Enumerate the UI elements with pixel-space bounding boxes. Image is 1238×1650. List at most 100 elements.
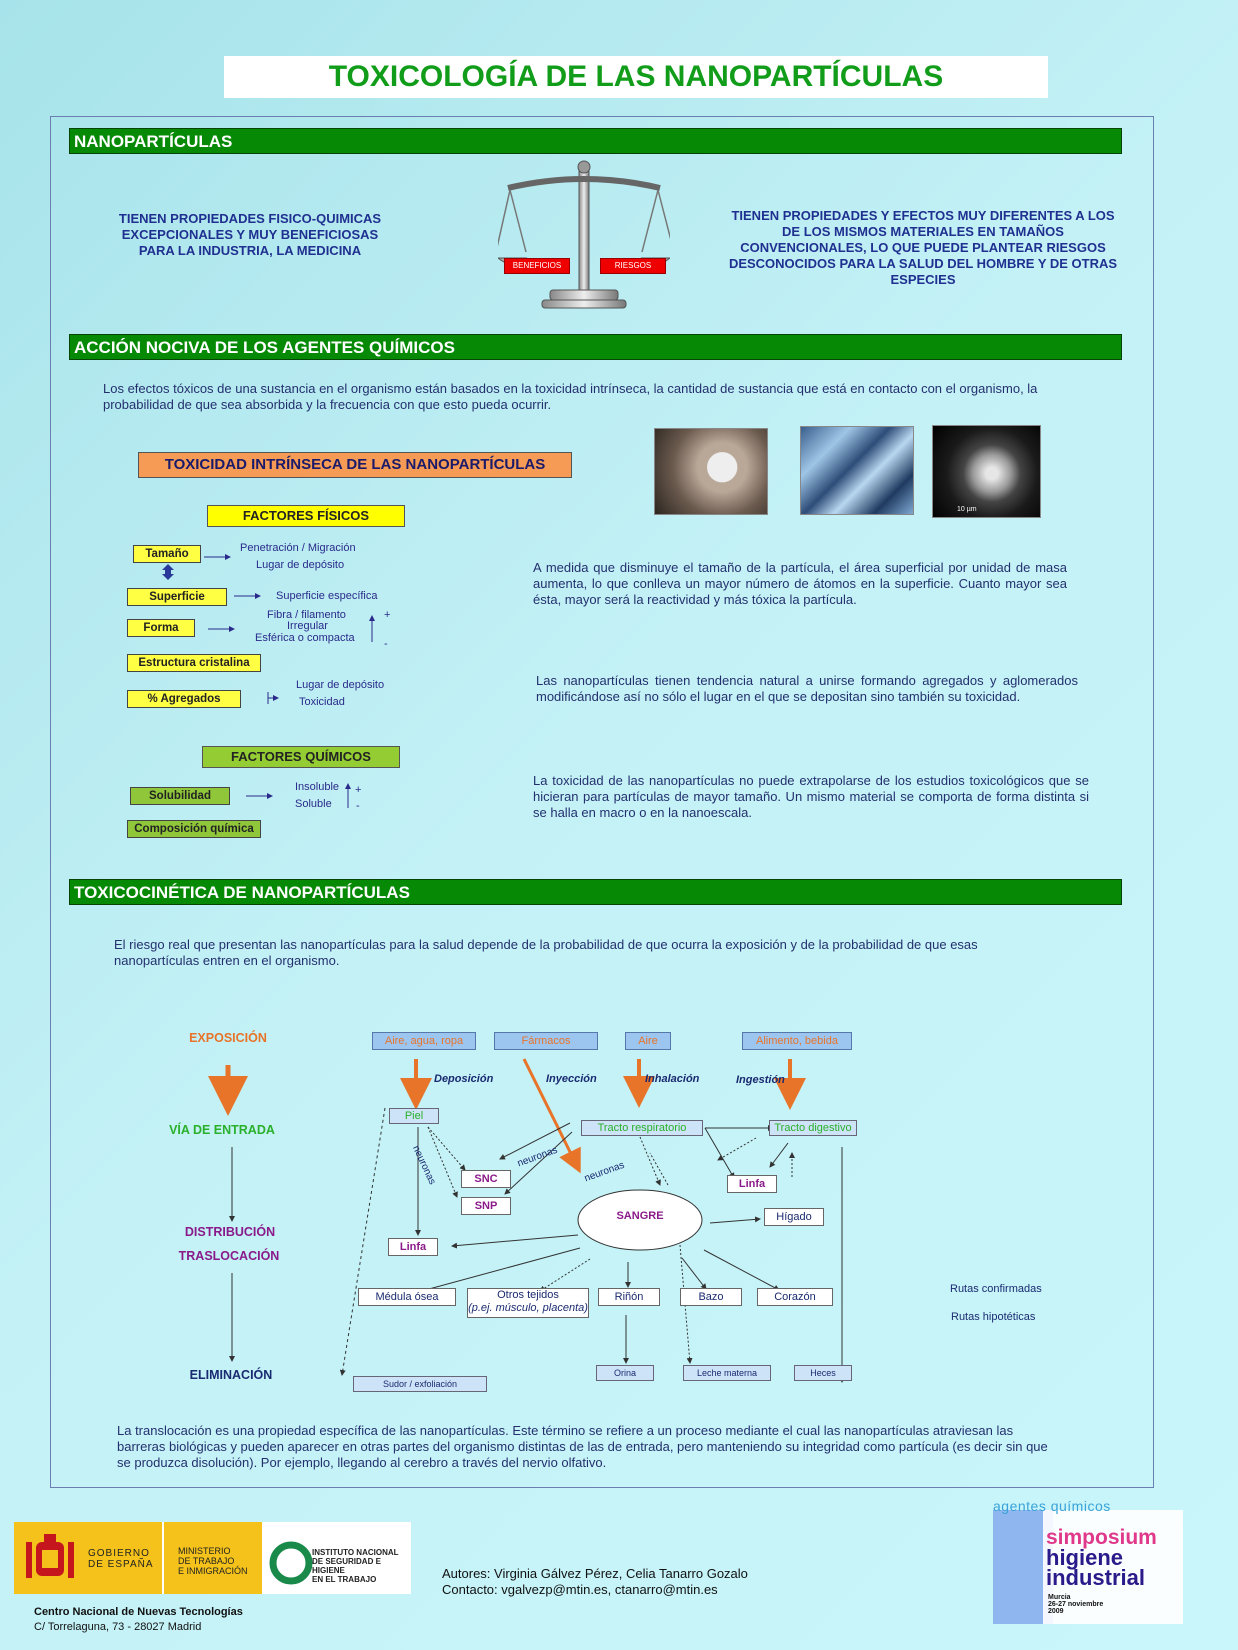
symposium-word: simposium: [1046, 1526, 1157, 1549]
node-snc: SNC: [461, 1170, 511, 1188]
gobierno-line1: GOBIERNO: [88, 1548, 150, 1559]
content-frame: [50, 116, 1154, 1488]
scale-label-benefits: BENEFICIOS: [504, 258, 570, 274]
source-farmacos: Fármacos: [494, 1032, 598, 1050]
node-sangre: SANGRE: [616, 1210, 664, 1222]
centro-name: Centro Nacional de Nuevas Tecnologías: [34, 1606, 243, 1618]
size-paragraph: A medida que disminuye el tamaño de la p…: [533, 560, 1067, 607]
tamano-result-2: Lugar de depósito: [256, 559, 345, 571]
factor-agregados: % Agregados: [127, 690, 241, 708]
photo-scale-bar: 10 µm: [957, 506, 977, 513]
toxicocinetica-intro: El riesgo real que presentan las nanopar…: [114, 937, 978, 968]
legend-hypothetical: Rutas hipotéticas: [951, 1311, 1036, 1323]
node-tracto-digestivo: Tracto digestivo: [769, 1120, 857, 1136]
source-aire: Aire: [625, 1032, 671, 1050]
node-linfa-left: Linfa: [388, 1238, 438, 1256]
risks-text: TIENEN PROPIEDADES Y EFECTOS MUY DIFEREN…: [728, 208, 1118, 287]
accion-intro-text: Los efectos tóxicos de una sustancia en …: [103, 381, 1038, 412]
route-deposicion: Deposición: [434, 1073, 494, 1085]
authors: Autores: Virginia Gálvez Pérez, Celia Ta…: [442, 1566, 748, 1581]
contact: Contacto: vgalvezp@mtin.es, ctanarro@mti…: [442, 1582, 718, 1597]
factor-solubilidad: Solubilidad: [130, 787, 230, 805]
stage-via-entrada: VÍA DE ENTRADA: [169, 1123, 275, 1137]
scale-label-risks: RIESGOS: [600, 258, 666, 274]
factor-tamano: Tamaño: [133, 545, 201, 563]
otros-tejidos-sub: (p.ej. músculo, placenta): [468, 1302, 588, 1314]
ministerio-block: MINISTERIO DE TRABAJO E INMIGRACIÓN: [164, 1522, 262, 1594]
ministerio-line1: MINISTERIO: [178, 1546, 231, 1556]
section-header-nanoparticulas: NANOPARTÍCULAS: [69, 128, 1122, 154]
factor-estructura-cristalina: Estructura cristalina: [127, 654, 261, 672]
factor-superficie: Superficie: [127, 588, 227, 606]
stage-translocacion: TRASLOCACIÓN: [178, 1249, 280, 1263]
node-heces: Heces: [794, 1365, 852, 1381]
intrinsic-toxicity-header: TOXICIDAD INTRÍNSECA DE LAS NANOPARTÍCUL…: [138, 452, 572, 478]
node-tracto-respiratorio: Tracto respiratorio: [581, 1120, 703, 1136]
chemical-factors-header: FACTORES QUÍMICOS: [202, 746, 400, 768]
stage-eliminacion: ELIMINACIÓN: [189, 1368, 273, 1382]
solubility-arrows: [246, 783, 351, 808]
nanoparticle-photo-1: [654, 428, 768, 515]
symposium-logo: agentes químicos simposium higiene indus…: [993, 1498, 1193, 1624]
translocation-paragraph: La translocación es una propiedad especí…: [117, 1423, 1048, 1470]
physical-factors-arrows: [162, 554, 375, 704]
extrapolation-paragraph: La toxicidad de las nanopartículas no pu…: [533, 773, 1089, 820]
forma-result-2: Irregular: [287, 620, 328, 632]
forma-plus: +: [384, 609, 391, 621]
insht-logo-icon: [269, 1541, 313, 1585]
source-aire-agua-ropa: Aire, agua, ropa: [372, 1032, 476, 1050]
node-medula-osea: Médula ósea: [358, 1288, 456, 1306]
route-inyeccion: Inyección: [546, 1073, 597, 1085]
node-corazon: Corazón: [757, 1288, 833, 1306]
insht-line3: EN EL TRABAJO: [312, 1575, 377, 1584]
legend-confirmed: Rutas confirmadas: [950, 1283, 1042, 1295]
node-bazo: Bazo: [680, 1288, 742, 1306]
node-piel: Piel: [389, 1108, 439, 1124]
symposium-city: Murcia: [1048, 1594, 1071, 1601]
node-higado: Hígado: [764, 1208, 824, 1226]
forma-result-3: Esférica o compacta: [255, 632, 355, 644]
insht-line1: INSTITUTO NACIONAL: [312, 1548, 399, 1557]
centro-address: C/ Torrelaguna, 73 - 28027 Madrid: [34, 1621, 202, 1633]
sol-result-2: Soluble: [295, 798, 332, 810]
agregados-result-1: Lugar de depósito: [296, 679, 385, 691]
coat-of-arms-icon: [26, 1534, 74, 1578]
aggregation-paragraph: Las nanopartículas tienen tendencia natu…: [536, 673, 1078, 704]
government-logos: GOBIERNO DE ESPAÑA MINISTERIO DE TRABAJO…: [14, 1522, 411, 1594]
stage-exposicion: EXPOSICIÓN: [189, 1031, 267, 1045]
stage-distribucion: DISTRIBUCIÓN: [184, 1225, 276, 1239]
agregados-result-2: Toxicidad: [299, 696, 345, 708]
route-inhalacion: Inhalación: [645, 1073, 700, 1085]
section-header-accion-nociva: ACCIÓN NOCIVA DE LOS AGENTES QUÍMICOS: [69, 334, 1122, 360]
sol-plus: +: [355, 784, 362, 796]
factor-composicion-quimica: Composición química: [127, 820, 261, 838]
symposium-higiene: higiene: [1046, 1545, 1124, 1570]
route-ingestion: Ingestión: [736, 1074, 785, 1086]
source-alimento-bebida: Alimento, bebida: [742, 1032, 852, 1050]
node-otros-tejidos: Otros tejidos (p.ej. músculo, placenta): [467, 1288, 589, 1318]
node-leche-materna: Leche materna: [683, 1365, 771, 1381]
benefits-text: TIENEN PROPIEDADES FISICO-QUIMICAS EXCEP…: [118, 211, 382, 258]
factor-forma: Forma: [127, 619, 195, 637]
section-header-toxicocinetica: TOXICOCINÉTICA DE NANOPARTÍCULAS: [69, 879, 1122, 905]
forma-result-1: Fibra / filamento: [267, 609, 346, 621]
symposium-date: 26-27 noviembre: [1048, 1601, 1104, 1608]
node-rinon: Riñón: [598, 1288, 660, 1306]
superficie-result: Superficie específica: [276, 590, 378, 602]
symposium-year: 2009: [1048, 1608, 1064, 1615]
ministerio-line2: DE TRABAJO: [178, 1556, 235, 1566]
sol-result-1: Insoluble: [295, 781, 340, 793]
forma-minus: -: [384, 638, 388, 650]
node-sudor-exfoliacion: Sudor / exfoliación: [353, 1376, 487, 1392]
nanoparticle-photo-3: [932, 425, 1041, 518]
balance-scale-icon: [498, 160, 670, 309]
page-title: TOXICOLOGÍA DE LAS NANOPARTÍCULAS: [224, 56, 1048, 98]
toxicokinetics-diagram: [208, 1058, 845, 1383]
insht-line2: DE SEGURIDAD E HIGIENE: [312, 1557, 381, 1575]
sol-minus: -: [356, 800, 360, 812]
tamano-result-1: Penetración / Migración: [240, 542, 356, 554]
gobierno-line2: DE ESPAÑA: [88, 1559, 154, 1570]
physical-factors-header: FACTORES FÍSICOS: [207, 505, 405, 527]
symposium-top: agentes químicos: [993, 1498, 1111, 1514]
node-linfa-right: Linfa: [727, 1175, 777, 1193]
